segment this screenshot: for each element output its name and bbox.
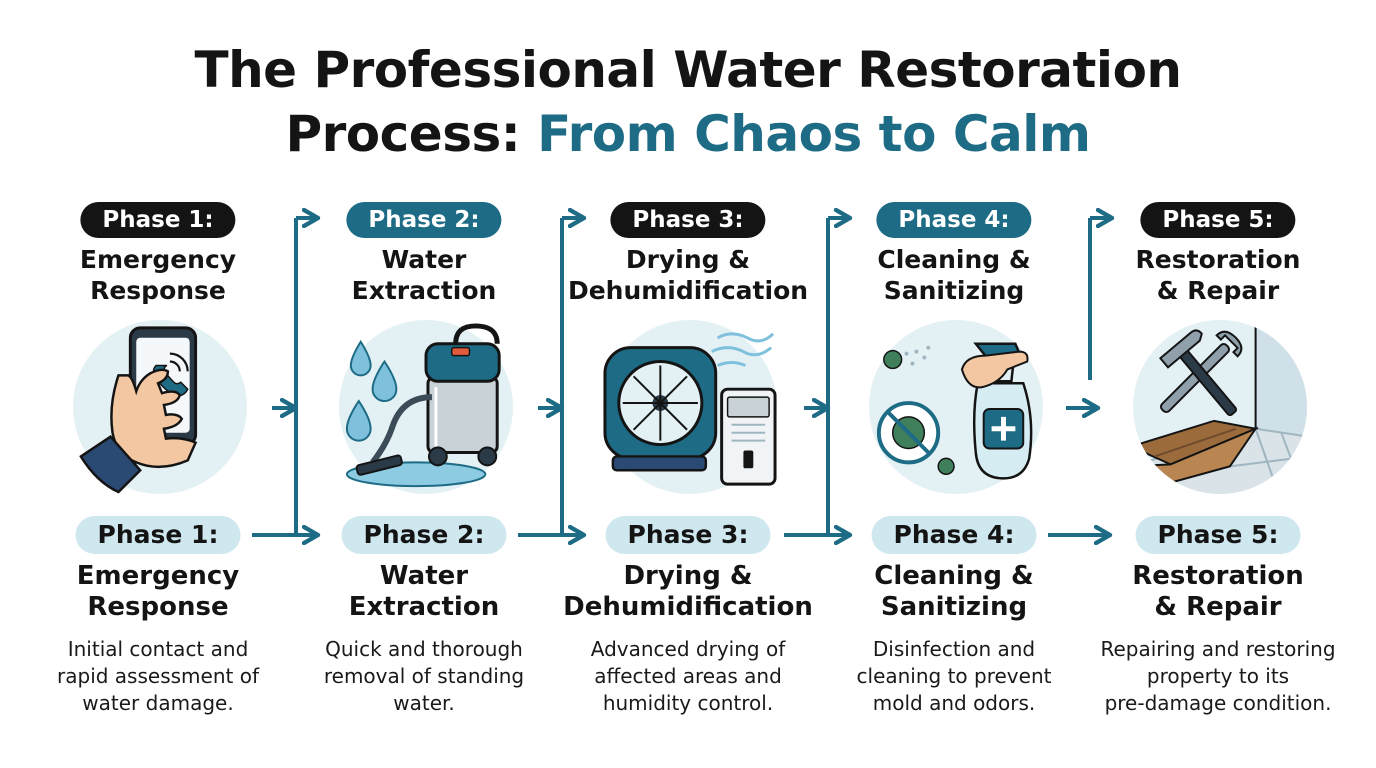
phase-3-label-bottom: Phase 3:: [605, 516, 771, 554]
title-line-1: The Professional Water Restoration: [194, 41, 1182, 99]
phase-2-name-bottom-line2: Extraction: [348, 592, 500, 622]
phase-1-label-top: Phase 1:: [80, 202, 236, 238]
phase-4-description-line1: Disinfection and: [872, 637, 1036, 661]
title-line-2: Process: From Chaos to Calm: [0, 102, 1376, 166]
connector-2-3: [518, 218, 584, 535]
title-line-2-accent: From Chaos to Calm: [537, 105, 1091, 163]
phase-3-description: Advanced drying of affected areas and hu…: [538, 636, 838, 717]
phase-3-label-top: Phase 3:: [610, 202, 766, 238]
phase-5-label-bottom: Phase 5:: [1135, 516, 1301, 554]
phase-2-description-line2: removal of standing: [323, 664, 525, 688]
connector-4-5: [1048, 218, 1112, 535]
phase-3-name-bottom: Drying & Dehumidification: [528, 561, 848, 623]
phase-3-name-top-line2: Dehumidification: [567, 276, 809, 305]
phase-5-description-line3: pre-damage condition.: [1104, 691, 1332, 715]
phase-2-name-top-line1: Water: [381, 245, 467, 274]
phase-5-name-top-line1: Restoration: [1135, 245, 1301, 274]
phase-5-label-top: Phase 5:: [1140, 202, 1296, 238]
phase-1-name-top-line2: Response: [90, 276, 226, 305]
phase-3-name-bottom-line2: Dehumidification: [563, 592, 813, 622]
phase-4-name-top-line2: Sanitizing: [883, 276, 1025, 305]
phase-3-description-line2: affected areas and: [594, 664, 782, 688]
phase-2-name-bottom-line1: Water: [379, 561, 469, 591]
phase-2-name-top: Water Extraction: [264, 244, 584, 306]
phase-3-description-line1: Advanced drying of: [590, 637, 786, 661]
phase-1-label-bottom: Phase 1:: [75, 516, 241, 554]
phase-2-name-bottom: Water Extraction: [264, 561, 584, 623]
phase-4-description-line3: mold and odors.: [872, 691, 1036, 715]
tools-flooring-icon: [1132, 319, 1308, 495]
phase-4-name-bottom-line2: Sanitizing: [880, 592, 1028, 622]
phase-5-name-top: Restoration & Repair: [1058, 244, 1376, 306]
phase-1-description: Initial contact and rapid assessment of …: [8, 636, 308, 717]
phase-3-description-line3: humidity control.: [602, 691, 774, 715]
phase-4-description-line2: cleaning to prevent: [856, 664, 1052, 688]
phase-4-name-bottom: Cleaning & Sanitizing: [794, 561, 1114, 623]
phase-5-description-line2: property to its: [1146, 664, 1290, 688]
phase-2-description-line1: Quick and thorough: [325, 637, 523, 661]
phase-5-name-top-line2: & Repair: [1156, 276, 1280, 305]
phase-4-name-bottom-line1: Cleaning &: [874, 561, 1034, 591]
connector-1-2: [252, 218, 318, 535]
phase-3-name-bottom-line1: Drying &: [623, 561, 753, 591]
phase-2-description: Quick and thorough removal of standing w…: [274, 636, 574, 717]
phase-2-name-top-line2: Extraction: [351, 276, 497, 305]
phase-1-description-line3: water damage.: [82, 691, 234, 715]
phase-5-name-bottom-line2: & Repair: [1154, 592, 1282, 622]
connector-3-4: [784, 218, 850, 535]
phase-4-label-top: Phase 4:: [876, 202, 1032, 238]
phase-5-description-line1: Repairing and restoring: [1100, 637, 1336, 661]
page-title: The Professional Water Restoration Proce…: [0, 38, 1376, 166]
phase-1-name-top-line1: Emergency: [79, 245, 237, 274]
phase-3-name-top-line1: Drying &: [625, 245, 751, 274]
phase-2-label-top: Phase 2:: [346, 202, 502, 238]
phase-4-description: Disinfection and cleaning to prevent mol…: [804, 636, 1104, 717]
air-mover-dehumidifier-icon: [602, 319, 778, 495]
phase-5-name-bottom-line1: Restoration: [1132, 561, 1304, 591]
phase-5-name-bottom: Restoration & Repair: [1058, 561, 1376, 623]
phase-1-description-line2: rapid assessment of: [57, 664, 259, 688]
phase-1-description-line1: Initial contact and: [67, 637, 249, 661]
phase-5-description: Repairing and restoring property to its …: [1068, 636, 1368, 717]
title-line-2-dark: Process:: [285, 105, 538, 163]
phase-1-name-bottom-line2: Response: [87, 592, 229, 622]
phone-call-icon: [72, 319, 248, 495]
spray-disinfect-icon: [868, 319, 1044, 495]
phase-4-label-bottom: Phase 4:: [871, 516, 1037, 554]
phase-1-name-bottom-line1: Emergency: [76, 561, 240, 591]
phase-3-name-top: Drying & Dehumidification: [528, 244, 848, 306]
phase-4-name-top-line1: Cleaning &: [877, 245, 1031, 274]
phase-4-name-top: Cleaning & Sanitizing: [794, 244, 1114, 306]
phase-2-description-line3: water.: [393, 691, 455, 715]
phase-2-label-bottom: Phase 2:: [341, 516, 507, 554]
phase-1-name-top: Emergency Response: [0, 244, 318, 306]
phase-1-name-bottom: Emergency Response: [0, 561, 318, 623]
wet-vacuum-icon: [338, 319, 514, 495]
